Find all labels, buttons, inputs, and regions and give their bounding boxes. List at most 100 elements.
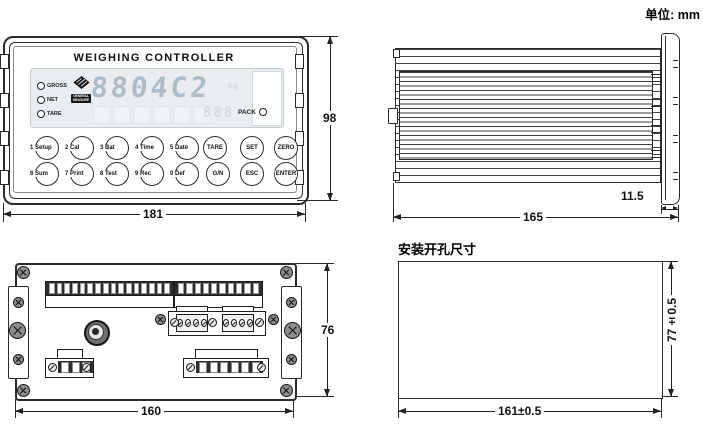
annunciator-cell xyxy=(93,106,111,124)
display-window: GROSS NET TARE GENERAL MEASURE xyxy=(30,68,284,128)
rail-screw-icon xyxy=(13,297,24,308)
link-step xyxy=(651,149,661,158)
ext-line xyxy=(305,203,306,222)
terminal-strip-left xyxy=(45,281,174,308)
key-label: 0 Def xyxy=(169,171,186,177)
key-2-cal: 2 Cal xyxy=(64,136,94,160)
terminal-pin xyxy=(230,361,239,373)
flank-screw-icon xyxy=(268,314,279,325)
key-gn: G/N xyxy=(206,162,230,186)
terminal-pin xyxy=(220,361,228,373)
side-heatsink-block xyxy=(399,71,653,160)
terminal-strip-foot xyxy=(46,295,173,307)
plug-block xyxy=(222,314,254,332)
terminal-pin xyxy=(241,361,249,373)
net-led-icon xyxy=(37,96,45,104)
end-screw-icon xyxy=(257,363,266,372)
cutout-width-dim-label: 161±0.5 xyxy=(495,404,545,418)
net-led-label: NET xyxy=(47,97,58,103)
terminal-pin xyxy=(227,283,235,294)
round-connector-core xyxy=(92,328,99,335)
terminal-pin xyxy=(61,361,69,373)
terminal-pin xyxy=(186,283,193,294)
terminal-strip-foot xyxy=(175,295,262,307)
key-3-bat: 3 Bat xyxy=(99,136,129,160)
key-label: 2 Cal xyxy=(64,145,81,151)
annunciator-cell xyxy=(193,106,211,124)
corner-screw-icon xyxy=(280,384,293,397)
terminal-pin xyxy=(164,283,170,294)
left-mount-tabs xyxy=(0,54,9,185)
mount-tab xyxy=(295,54,304,69)
plug-screw-icon xyxy=(193,319,199,327)
terminal-strip-right xyxy=(174,281,263,308)
terminal-pin xyxy=(194,283,201,294)
side-bezel-dim-label: 11.5 xyxy=(618,189,647,203)
terminal-pin xyxy=(244,283,251,294)
rail-screw-icon xyxy=(286,354,297,365)
key-label: 3 Bat xyxy=(99,145,116,151)
mount-tab xyxy=(295,92,304,108)
led-row-gross: GROSS xyxy=(37,82,67,90)
key-6-sum: 6 Sum xyxy=(29,162,59,186)
link-step xyxy=(651,74,661,82)
key-tare: TARE xyxy=(203,136,227,160)
link-step xyxy=(651,124,661,133)
terminal-pin xyxy=(110,283,117,294)
rail-clamp-screw-icon xyxy=(9,322,26,339)
key-5-date: 5 Date xyxy=(169,136,199,160)
terminal-pin xyxy=(118,283,124,294)
terminal-pin xyxy=(209,361,218,373)
plug-screw-icon xyxy=(201,319,207,327)
tare-led-label: TARE xyxy=(47,111,62,117)
side-bezel-notches xyxy=(673,60,678,180)
key-4-time: 4 Time xyxy=(134,136,164,160)
terminal-pin xyxy=(56,283,63,294)
front-bezel-inner-line xyxy=(9,42,303,199)
unit-kg-label: kg xyxy=(228,81,238,90)
terminal-pin xyxy=(87,283,94,294)
back-width-dim-label: 160 xyxy=(138,404,165,418)
terminal-pin xyxy=(125,283,132,294)
side-depth-dim-label: 165 xyxy=(520,210,547,224)
led-row-net: NET xyxy=(37,96,58,104)
key-0-def: 0 Def xyxy=(169,162,199,186)
front-height-dim-label: 98 xyxy=(320,111,340,125)
key-label: ESC xyxy=(244,171,260,177)
terminal-pin xyxy=(72,283,78,294)
rail-screw-icon xyxy=(286,297,297,308)
back-height-dim-label: 76 xyxy=(318,323,338,337)
cutout-height-dim-label: 77±0.5 xyxy=(665,295,679,346)
key-8-test: 8 Test xyxy=(99,162,129,186)
cutout-rect xyxy=(398,261,663,399)
brand-logo: GENERAL MEASURE xyxy=(71,76,91,104)
annunciator-cell xyxy=(173,106,191,124)
terminal-pin xyxy=(64,283,71,294)
key-label: ENTER xyxy=(274,171,298,177)
terminal-pin xyxy=(199,361,207,373)
rail-screw-icon xyxy=(13,354,24,365)
front-width-dim-label: 181 xyxy=(140,207,167,221)
annunciator-cell xyxy=(113,106,131,124)
mount-tab xyxy=(295,131,304,147)
key-zero: ZERO xyxy=(274,136,298,160)
terminal-pin xyxy=(202,283,210,294)
terminal-pin xyxy=(148,283,155,294)
unit-note: 单位: mm xyxy=(645,8,700,22)
end-screw-icon xyxy=(170,318,179,327)
end-screw-icon xyxy=(186,363,195,372)
terminal-pin xyxy=(156,283,163,294)
key-label: 8 Test xyxy=(99,171,118,177)
terminal-pin xyxy=(252,283,259,294)
gross-led-label: GROSS xyxy=(47,83,67,89)
ext-line xyxy=(295,263,334,264)
terminal-pin xyxy=(141,283,147,294)
key-label: G/N xyxy=(211,171,225,177)
key-label: 4 Time xyxy=(134,145,155,151)
mount-tab xyxy=(0,169,9,185)
key-9-rec: 9 Rec xyxy=(134,162,164,186)
key-label: SET xyxy=(245,145,259,151)
